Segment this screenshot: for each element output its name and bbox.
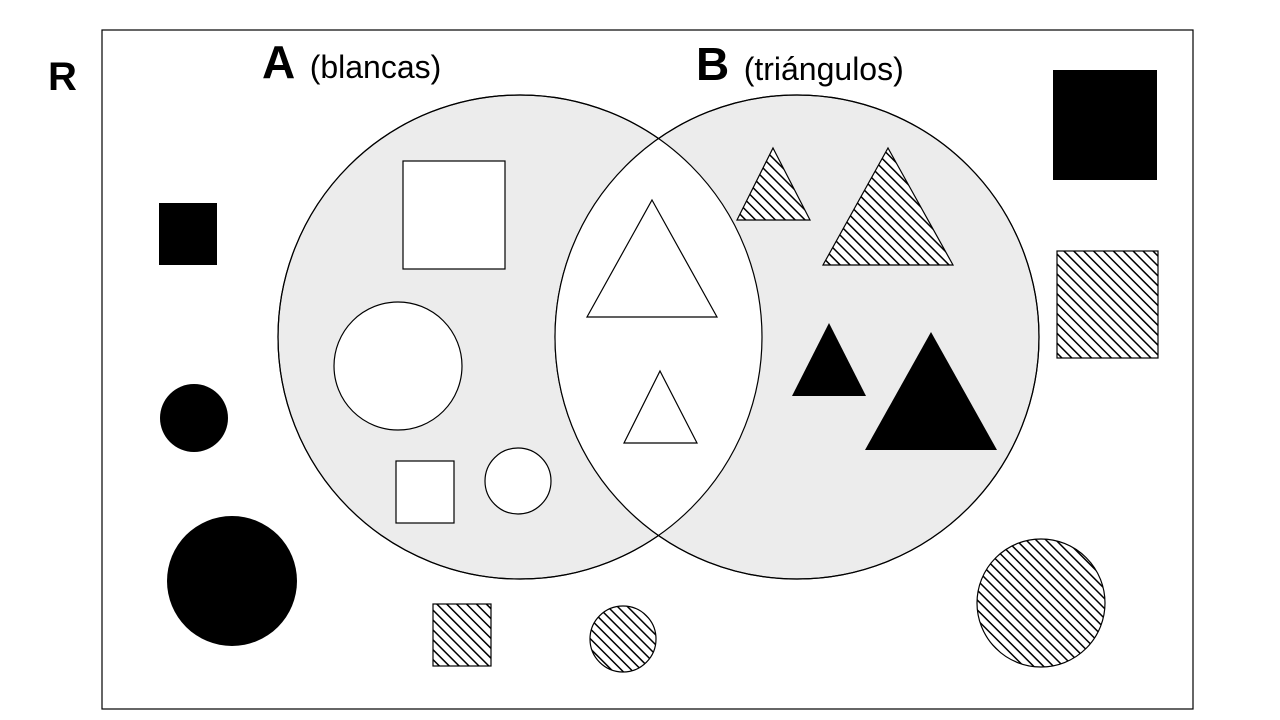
universe-label: R <box>48 55 77 99</box>
set-a-description: (blancas) <box>310 49 442 85</box>
black-circle-small <box>160 384 228 452</box>
set-b-label: B (triángulos) <box>696 38 904 90</box>
set-b-outline <box>554 94 1040 580</box>
black-square-large <box>1053 70 1157 180</box>
hatched-circle-small <box>589 605 657 673</box>
hatched-triangle-large <box>821 146 955 266</box>
intersection-region <box>555 95 762 579</box>
black-triangle-large <box>865 332 997 450</box>
hatched-circle-large <box>976 538 1106 668</box>
set-a-letter: A <box>262 36 295 88</box>
white-triangle-large <box>585 198 719 318</box>
set-a-outline <box>277 94 763 580</box>
black-square-small <box>159 203 217 265</box>
hatched-square-small <box>432 603 492 667</box>
hatched-triangle-small <box>736 146 811 221</box>
black-circle-large <box>167 516 297 646</box>
white-square-small <box>395 460 455 524</box>
set-a-label: A (blancas) <box>262 36 441 88</box>
white-triangle-small <box>623 369 698 444</box>
black-triangle-small <box>792 323 866 396</box>
set-b-letter: B <box>696 38 729 90</box>
set-b-description: (triángulos) <box>744 51 904 87</box>
white-square-large <box>402 160 506 270</box>
hatched-square-large <box>1056 250 1159 359</box>
white-circle-large <box>333 301 463 431</box>
white-circle-small <box>484 447 552 515</box>
